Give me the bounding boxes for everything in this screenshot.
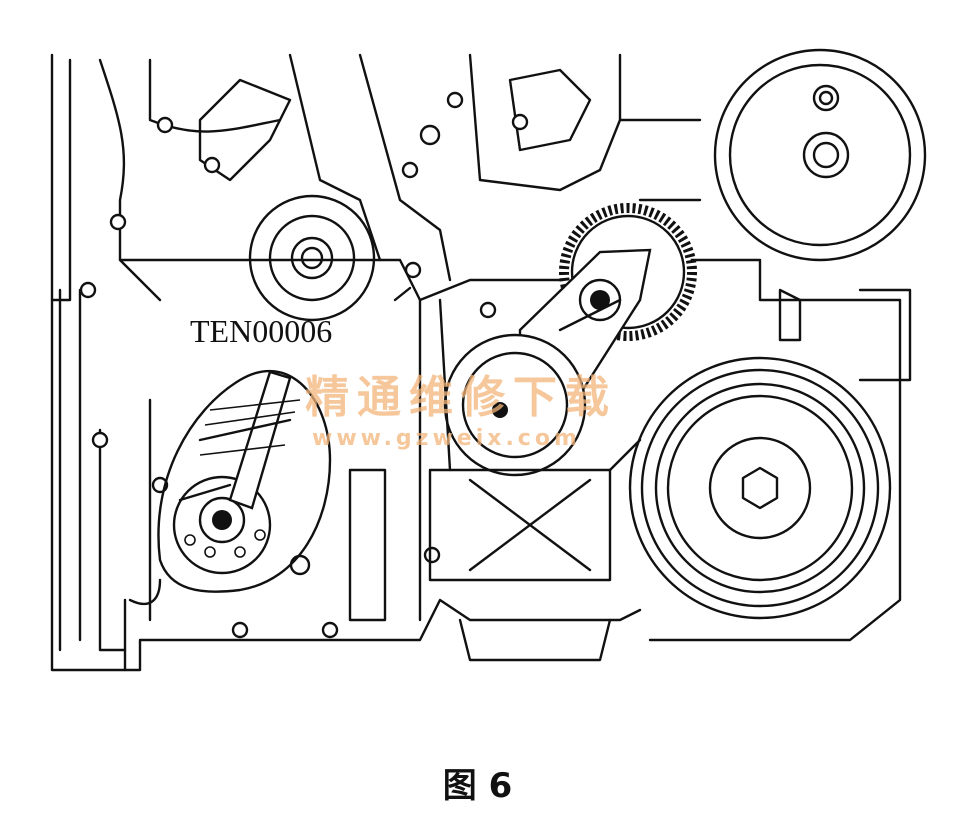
watermark-url: www.gzweix.com (312, 426, 581, 451)
label-leader-line (393, 286, 412, 302)
tool-label: TEN00006 (190, 313, 332, 349)
figure-caption: 图 6 (442, 766, 513, 806)
idler-pulley (248, 194, 376, 322)
tensioning-tool (157, 369, 332, 593)
bracket-ribs (428, 298, 642, 582)
watermark-text: 精通维修下载 (305, 372, 617, 423)
top-right-pulley (713, 48, 927, 262)
crankshaft-pulley (628, 356, 892, 620)
engine-block-outline (50, 53, 912, 672)
